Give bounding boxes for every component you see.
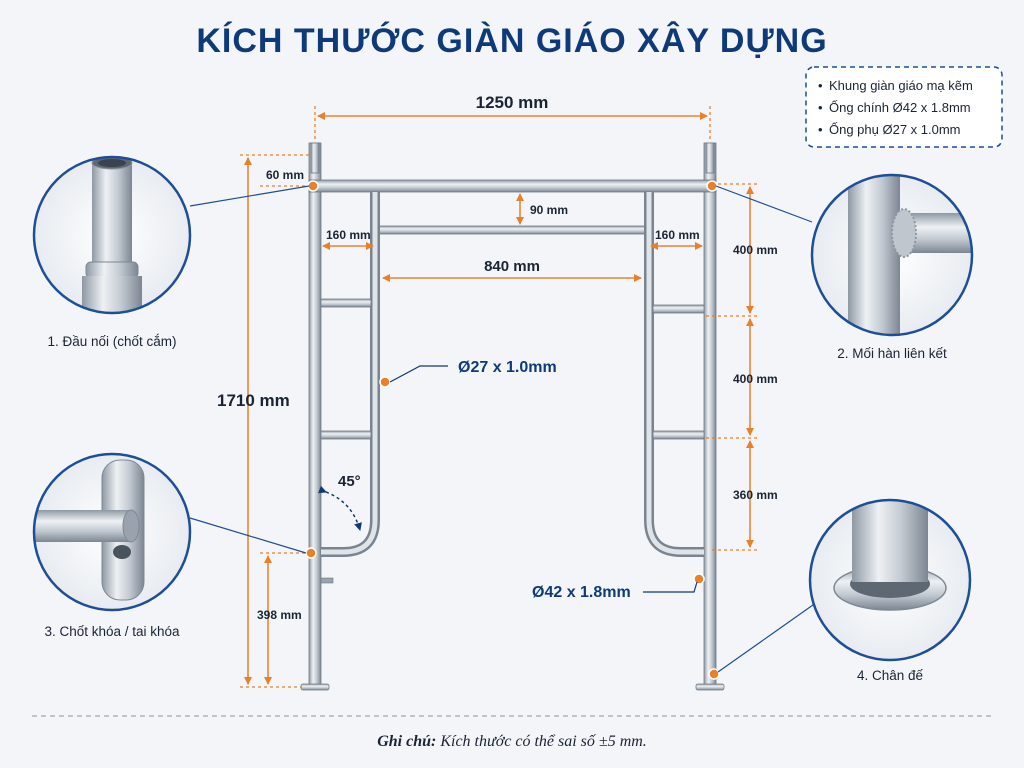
detail-weld-joint: 2. Mối hàn liên kết (810, 173, 974, 361)
callout-leader (389, 365, 448, 383)
callout-leader (643, 581, 698, 593)
detail-label: 4. Chân đế (857, 668, 924, 683)
legend-bullet-icon: • (818, 78, 823, 93)
legend-box: • Khung giàn giáo mạ kẽm • Ống chính Ø42… (805, 66, 1003, 148)
legend-item: Khung giàn giáo mạ kẽm (829, 78, 973, 93)
note-label: Ghi chú: (377, 733, 436, 750)
right-rung (652, 430, 705, 440)
left-rung (320, 430, 372, 440)
dimension-lines (240, 106, 760, 688)
legend-item: Ống chính Ø42 x 1.8mm (829, 100, 971, 115)
dim-rung-2: 400 mm (733, 372, 778, 386)
right-pin (705, 142, 715, 174)
lock-pin (320, 577, 334, 584)
footer-note: Ghi chú: Kích thước có thể sai số ±5 mm. (377, 733, 647, 750)
marker-dots (305, 180, 720, 680)
right-post (703, 142, 717, 689)
callout-secondary-tube: Ø27 x 1.0mm (458, 359, 557, 376)
right-base-plate (695, 683, 725, 691)
dim-total-height: 1710 mm (217, 391, 290, 410)
dim-top-offset: 60 mm (266, 168, 304, 182)
left-post (308, 142, 322, 689)
left-rung (320, 298, 372, 308)
left-base-plate (300, 683, 330, 691)
left-pin (310, 142, 320, 174)
legend-bullet-icon: • (818, 100, 823, 115)
dim-rung-1: 400 mm (733, 243, 778, 257)
callout-main-tube: Ø42 x 1.8mm (532, 584, 631, 601)
dim-angle: 45° (338, 473, 361, 490)
dim-right-inset: 160 mm (655, 228, 700, 242)
dim-left-inset: 160 mm (326, 228, 371, 242)
dim-inner-width: 840 mm (484, 258, 540, 275)
right-rung (652, 304, 705, 314)
detail-leaders (189, 185, 821, 673)
legend-item: Ống phụ Ø27 x 1.0mm (829, 122, 961, 137)
dim-bottom-leg: 398 mm (257, 608, 302, 622)
dim-crossbar-gap: 90 mm (530, 203, 568, 217)
detail-connector-pin: 1. Đầu nối (chốt cắm) (32, 155, 192, 349)
angle-arc (318, 485, 362, 531)
dim-overall-width: 1250 mm (476, 93, 549, 112)
scaffold-frame (300, 142, 725, 691)
page-title: KÍCH THƯỚC GIÀN GIÁO XÂY DỰNG (196, 22, 827, 60)
detail-lock-tab: 3. Chốt khóa / tai khóa (32, 452, 192, 639)
detail-label: 1. Đầu nối (chốt cắm) (47, 334, 176, 349)
detail-label: 3. Chốt khóa / tai khóa (44, 624, 180, 639)
detail-base: 4. Chân đế (808, 498, 972, 683)
note-text: Kích thước có thể sai số ±5 mm. (439, 733, 646, 750)
top-bar (308, 179, 717, 193)
detail-label: 2. Mối hàn liên kết (837, 346, 947, 361)
legend-bullet-icon: • (818, 122, 823, 137)
dim-rung-3: 360 mm (733, 488, 778, 502)
inner-crossbar (377, 225, 649, 235)
